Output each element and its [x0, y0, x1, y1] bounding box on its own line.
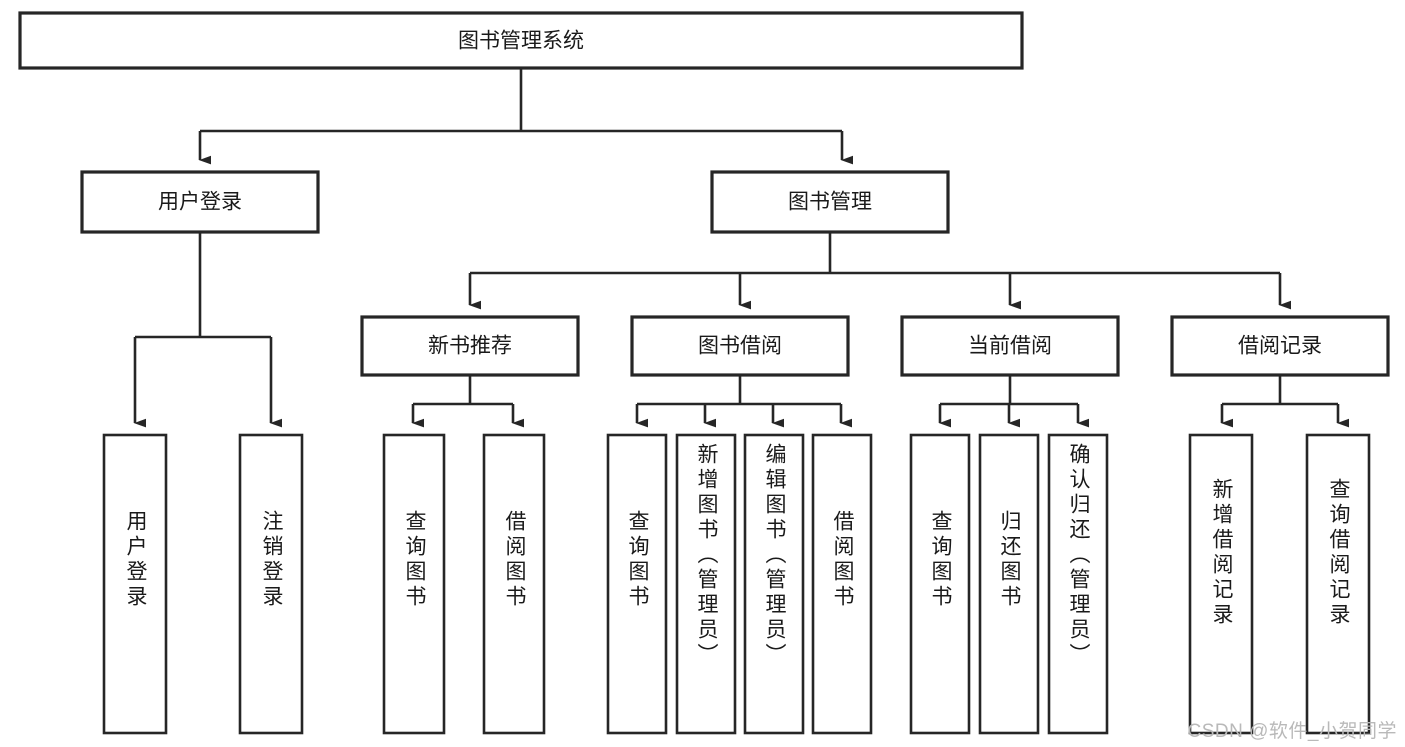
node-user-login-box[interactable] [80, 170, 320, 234]
node-book-management[interactable]: 图书管理 [710, 170, 950, 234]
leaf-box-6[interactable] [743, 433, 805, 735]
leaf-box-11[interactable] [1188, 433, 1254, 735]
leaf-box-10[interactable] [1047, 433, 1109, 735]
leaf-box-0[interactable] [102, 433, 168, 735]
leaf-box-3[interactable] [482, 433, 546, 735]
leaf-box-5[interactable] [675, 433, 737, 735]
connector-new-book-to-leaves [411, 375, 524, 428]
node-current-borrow-box[interactable] [900, 315, 1120, 377]
leaf-box-12[interactable] [1305, 433, 1371, 735]
watermark-text: CSDN @软件_小贺同学 [1187, 721, 1397, 742]
node-book-borrow-label: 图书借阅 [698, 335, 782, 358]
node-root-label: 图书管理系统 [458, 30, 584, 53]
node-user-login-label: 用户登录 [158, 191, 242, 214]
connector-root-to-level2 [198, 68, 853, 165]
leaf-box-8[interactable] [909, 433, 971, 735]
connector-borrow-record-to-leaves [1220, 375, 1349, 428]
node-user-login[interactable]: 用户登录 [80, 170, 320, 234]
connector-user-login-to-leaves [133, 232, 282, 428]
node-root-box[interactable] [18, 11, 1024, 70]
node-borrow-record-box[interactable] [1170, 315, 1390, 377]
connector-borrow-to-leaves [635, 375, 852, 428]
connector-current-borrow-to-leaves [938, 375, 1089, 428]
leaf-box-9[interactable] [978, 433, 1040, 735]
leaf-box-7[interactable] [811, 433, 873, 735]
node-borrow-record[interactable]: 借阅记录 [1170, 315, 1390, 377]
node-root[interactable]: 图书管理系统 [18, 11, 1024, 70]
node-book-borrow[interactable]: 图书借阅 [630, 315, 850, 377]
leaf-box-4[interactable] [606, 433, 668, 735]
node-book-borrow-box[interactable] [630, 315, 850, 377]
connector-book-mgmt-to-level3 [468, 232, 1291, 310]
node-current-borrow-label: 当前借阅 [968, 335, 1052, 358]
node-new-book-recommend-box[interactable] [360, 315, 580, 377]
node-new-book-recommend-label: 新书推荐 [428, 335, 512, 358]
node-book-management-label: 图书管理 [788, 191, 872, 214]
node-current-borrow[interactable]: 当前借阅 [900, 315, 1120, 377]
leaf-box-1[interactable] [238, 433, 304, 735]
node-book-management-box[interactable] [710, 170, 950, 234]
leaf-boxes [102, 433, 1371, 735]
node-borrow-record-label: 借阅记录 [1238, 335, 1322, 358]
node-new-book-recommend[interactable]: 新书推荐 [360, 315, 580, 377]
leaf-box-2[interactable] [382, 433, 446, 735]
